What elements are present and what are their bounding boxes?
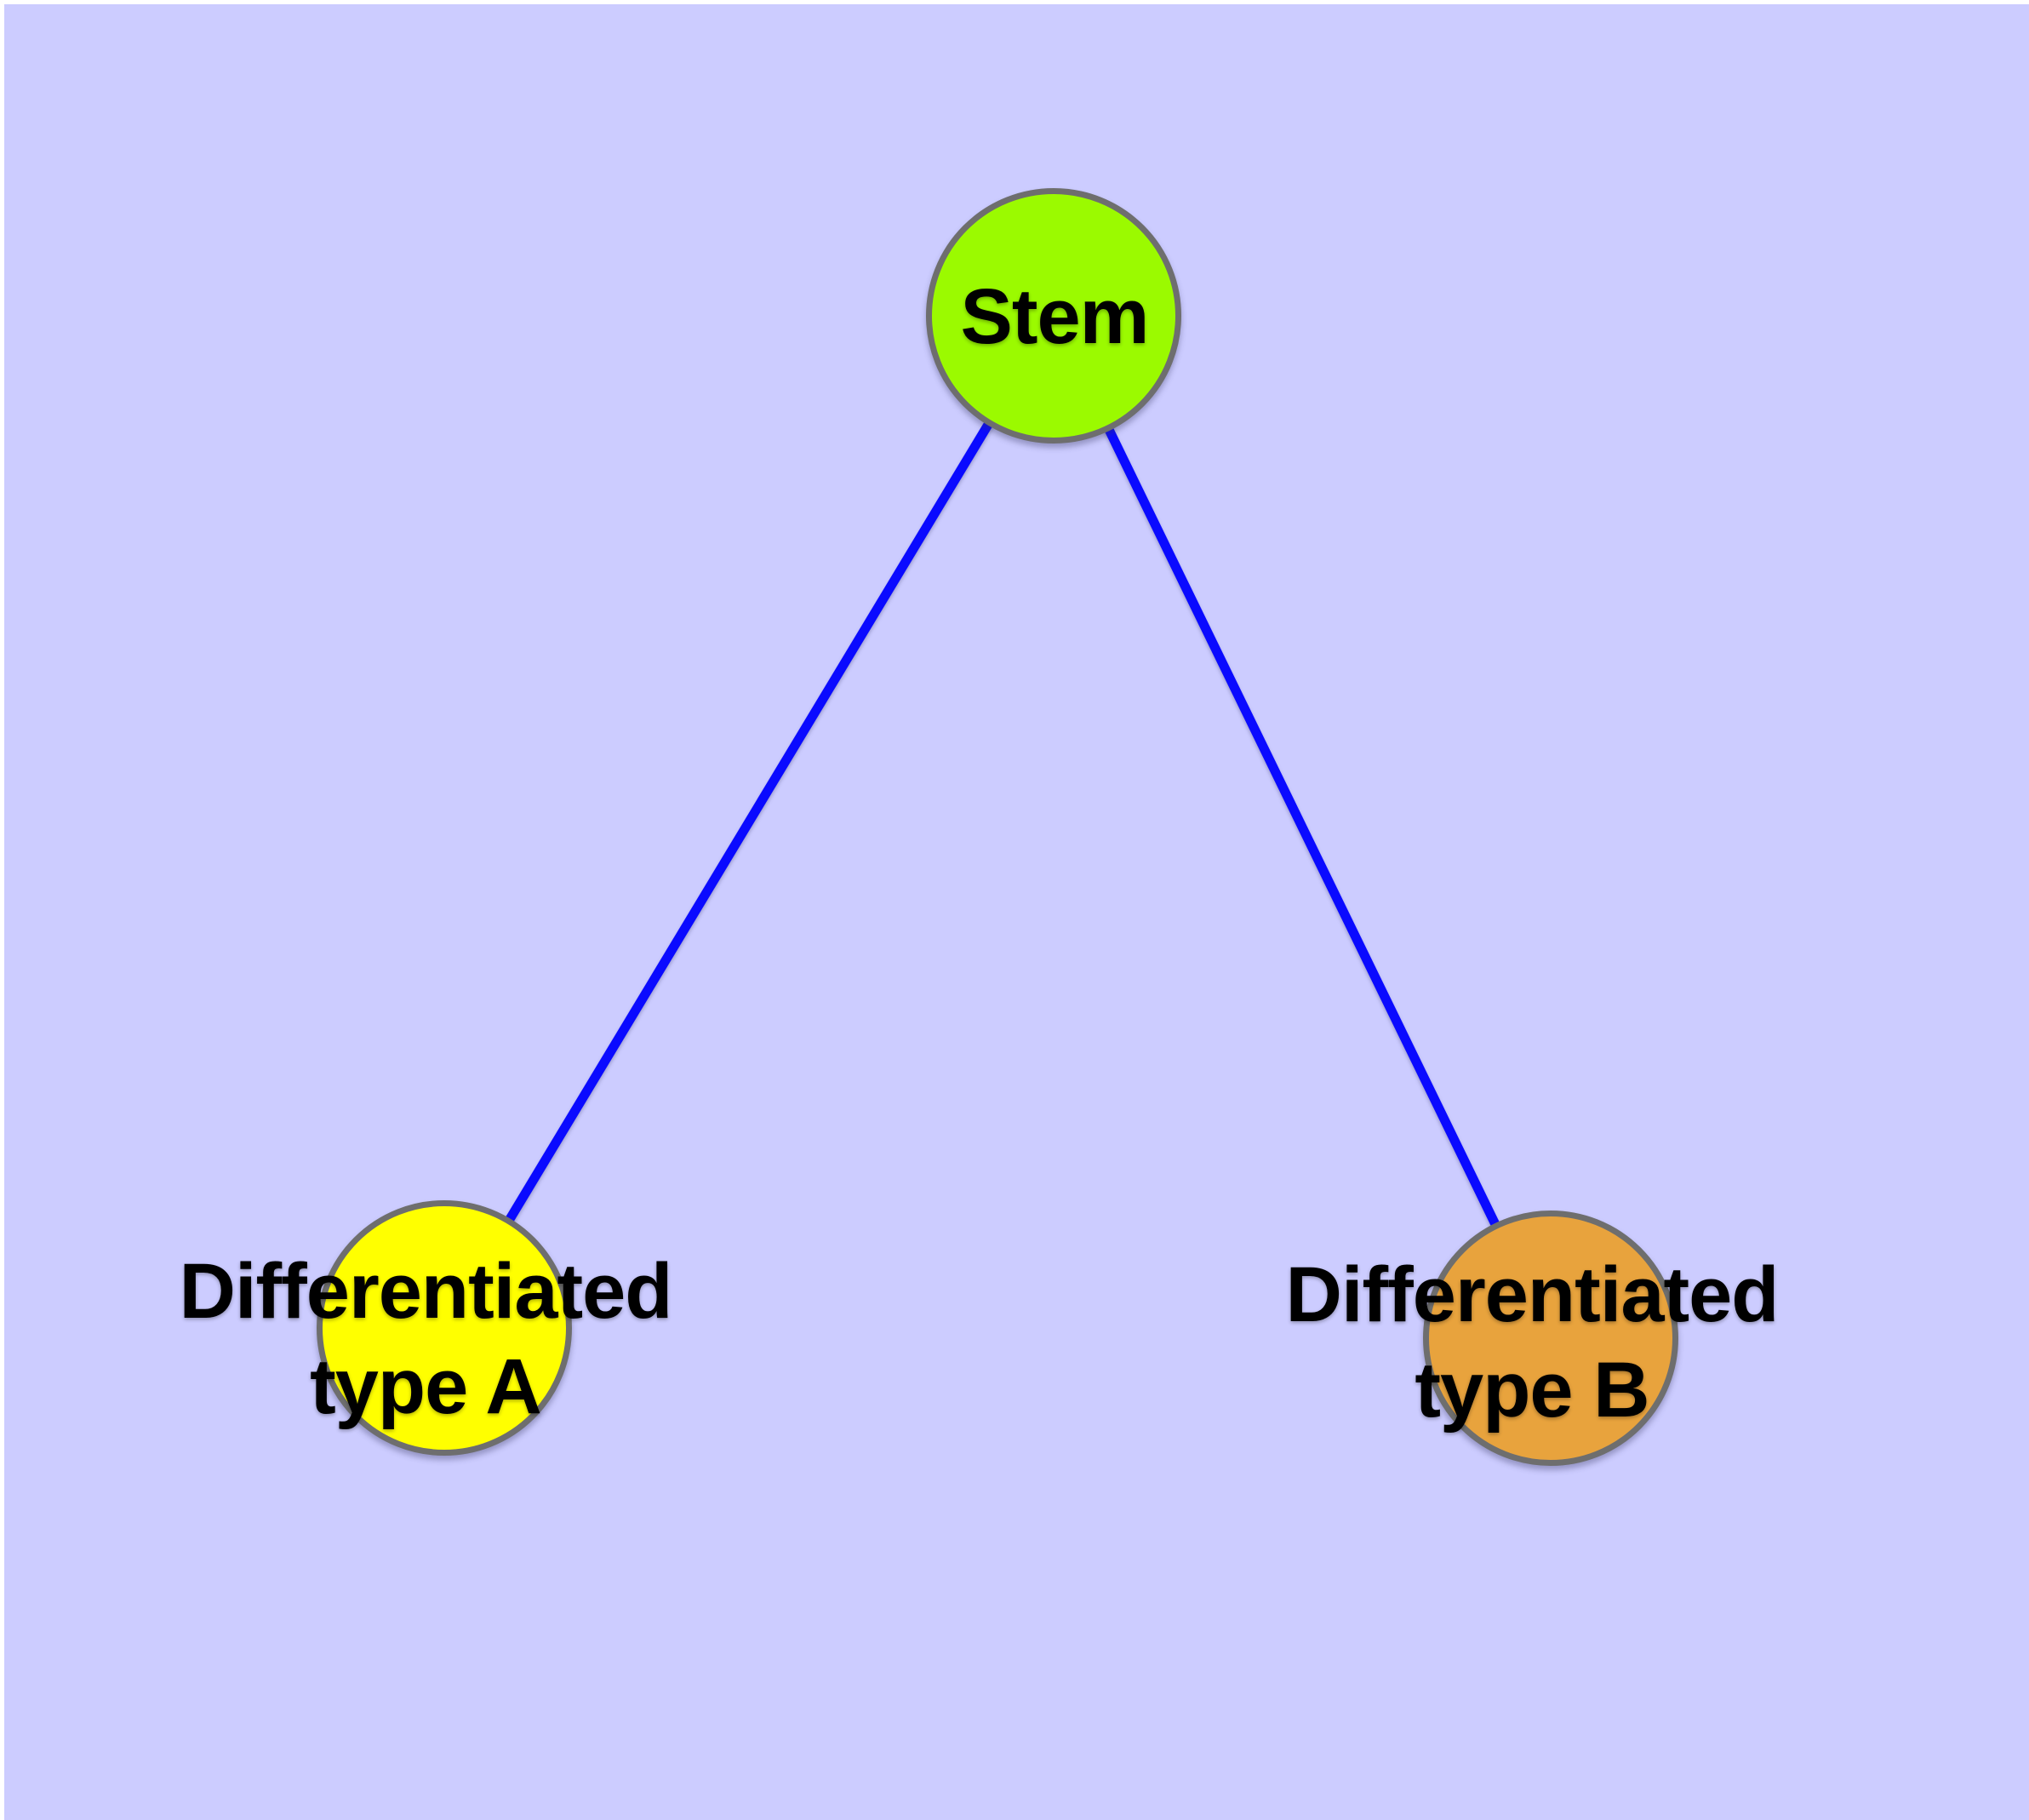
node-differentiated-type-a [317,1200,572,1456]
node-label-stem: Stem [960,273,1150,360]
node-label-differentiated-type-b: Differentiated type B [1285,1251,1780,1434]
edge-stem-to-type-a [440,313,1058,1331]
edge-stem-to-type-b [1049,313,1555,1341]
node-differentiated-type-b [1423,1210,1678,1466]
node-stem [926,188,1181,444]
node-label-differentiated-type-a: Differentiated type A [179,1248,673,1430]
